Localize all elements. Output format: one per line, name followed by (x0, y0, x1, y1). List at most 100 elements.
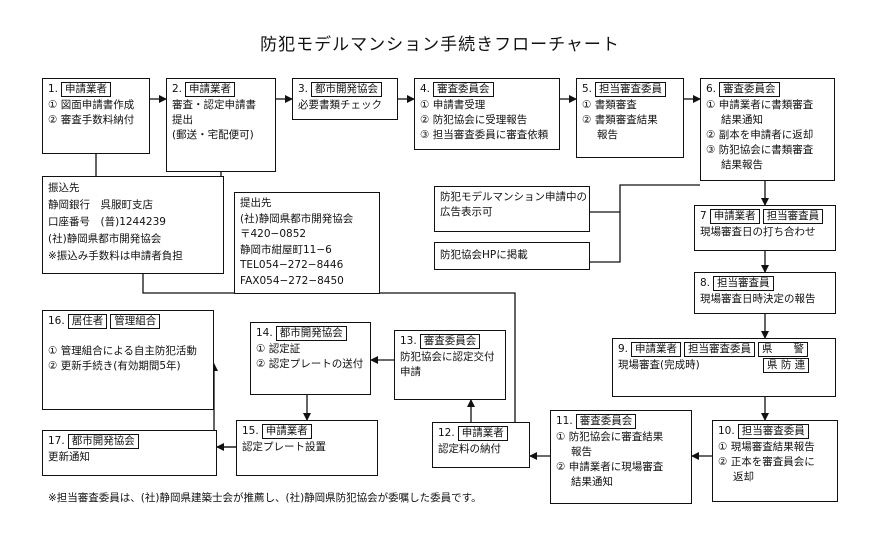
actor-tag: 管理組合 (110, 314, 161, 329)
step-number: 2. (172, 83, 183, 95)
note-line: 広告表示可 (440, 206, 493, 218)
submit-info-box: 提出先 (社)静岡県都市開発協会 〒420−0852 静岡市紺屋町11−6 TE… (234, 192, 380, 294)
step-line: 申請 (400, 366, 421, 378)
actor-tag: 申請業者 (709, 209, 760, 224)
step-line: 必要書類チェック (298, 99, 382, 111)
step-number: 11. (556, 415, 573, 427)
step-number: 7 (700, 210, 707, 222)
actor-tag: 居住者 (67, 314, 108, 329)
step-12-box: 12.申請業者 認定料の納付 (432, 422, 530, 468)
step-number: 13. (400, 335, 417, 347)
step-line: 結果通知 (571, 476, 613, 488)
actor-tag: 県 警 (758, 342, 809, 357)
step-line: ② 申請業者に現場審査 (556, 461, 664, 473)
step-line: 報告 (571, 446, 592, 458)
actor-tag: 都市開発協会 (67, 434, 139, 449)
actor-tag: 申請業者 (631, 342, 682, 357)
bank-info-line: 口座番号 (普)1244239 (48, 216, 166, 228)
step-line: ① 申請書受理 (420, 99, 486, 111)
note-line: 防犯協会HPに掲載 (440, 249, 528, 261)
step-line: ② 書類審査結果 (582, 114, 658, 126)
step-line: 認定料の納付 (438, 443, 501, 455)
bank-info-box: 振込先 静岡銀行 呉服町支店 口座番号 (普)1244239 (社)静岡県都市開… (42, 176, 224, 274)
actor-tag: 審査委員会 (719, 82, 780, 97)
step-line: ② 認定プレートの送付 (256, 358, 364, 370)
step-number: 16. (48, 315, 65, 327)
step-line: ① 防犯協会に審査結果 (556, 431, 664, 443)
step-line: ② 更新手続き(有効期間5年) (48, 360, 181, 372)
actor-tag: 担当審査員 (762, 209, 824, 224)
step-10-box: 10.担当審査委員 ① 現場審査結果報告 ② 正本を審査員会に 返却 (712, 420, 838, 502)
footnote: ※担当審査委員は、(社)静岡県建築士会が推薦し、(社)静岡県防犯協会が委嘱した委… (48, 492, 482, 504)
actor-tag: 申請業者 (261, 424, 312, 439)
submit-info-line: 提出先 (240, 197, 272, 209)
step-line: ② 副本を申請者に返却 (706, 129, 814, 141)
step-line: ① 書類審査 (582, 99, 637, 111)
step-6-box: 6.審査委員会 ① 申請業者に書類審査 結果通知 ② 副本を申請者に返却 ③ 防… (700, 78, 835, 181)
submit-info-line: FAX054−272−8450 (240, 274, 344, 287)
actor-tag: 申請業者 (185, 82, 236, 97)
note-line: 防犯モデルマンション申請中の (440, 191, 587, 203)
step-line: ③ 防犯協会に書類審査 (706, 144, 814, 156)
step-15-box: 15.申請業者 認定プレート設置 (236, 420, 378, 476)
step-4-box: 4.審査委員会 ① 申請書受理 ② 防犯協会に受理報告 ③ 担当審査委員に審査依… (414, 78, 560, 150)
step-16-box: 16.居住者管理組合 ① 管理組合による自主防犯活動 ② 更新手続き(有効期間5… (42, 310, 214, 410)
actor-tag: 審査委員会 (575, 414, 637, 429)
actor-tag: 県 防 連 (763, 358, 810, 373)
bank-info-line: ※振込み手数料は申請者負担 (48, 250, 183, 262)
step-line: ② 防犯協会に受理報告 (420, 114, 528, 126)
step-line: ① 現場審査結果報告 (718, 441, 815, 453)
actor-tag: 担当審査委員 (737, 424, 809, 439)
step-3-box: 3.都市開発協会 必要書類チェック (292, 78, 398, 120)
submit-info-line: (社)静岡県都市開発協会 (240, 212, 354, 225)
actor-tag: 都市開発協会 (311, 82, 383, 97)
step-line: ① 認定証 (256, 343, 301, 355)
step-line: 審査・認定申請書 (172, 99, 256, 111)
step-number: 4. (420, 83, 431, 95)
step-number: 14. (256, 327, 273, 339)
actor-tag: 申請業者 (457, 426, 508, 441)
step-line: ② 審査手数料納付 (48, 114, 135, 126)
page-title: 防犯モデルマンション手続きフローチャート (260, 35, 620, 55)
step-number: 3. (298, 83, 309, 95)
actor-tag: 申請業者 (61, 82, 112, 97)
step-line: 提出 (172, 114, 193, 126)
hp-publish-note: 防犯協会HPに掲載 (434, 242, 590, 270)
step-8-box: 8.担当審査員 現場審査日時決定の報告 (694, 272, 836, 314)
submit-info-line: 〒420−0852 (240, 228, 307, 240)
step-14-box: 14.都市開発協会 ① 認定証 ② 認定プレートの送付 (250, 322, 371, 395)
step-number: 1. (48, 83, 59, 95)
step-9-box: 9.申請業者担当審査委員県 警 現場審査(完成時) 県 防 連 (612, 338, 836, 397)
actor-tag: 審査委員会 (433, 82, 494, 97)
step-line: 現場審査日時決定の報告 (700, 293, 816, 305)
step-number: 10. (718, 425, 735, 437)
step-2-box: 2.申請業者 審査・認定申請書 提出 (郵送・宅配便可) (166, 78, 276, 172)
actor-tag: 担当審査委員 (595, 82, 667, 97)
actor-tag: 担当審査員 (713, 276, 774, 291)
bank-info-line: 静岡銀行 呉服町支店 (48, 199, 153, 211)
step-number: 6. (706, 83, 717, 95)
submit-info-line: 静岡市紺屋町11−6 (240, 243, 332, 256)
step-17-box: 17.都市開発協会 更新通知 (42, 430, 217, 476)
step-11-box: 11.審査委員会 ① 防犯協会に審査結果 報告 ② 申請業者に現場審査 結果通知 (550, 410, 692, 504)
step-line: 報告 (597, 129, 618, 141)
step-line: ① 管理組合による自主防犯活動 (48, 345, 197, 357)
step-line: 更新通知 (48, 451, 90, 463)
bank-info-line: (社)静岡県都市開発協会 (48, 233, 162, 245)
connector-6-hp (590, 184, 700, 263)
step-line: 認定プレート設置 (242, 441, 326, 453)
step-line: 結果報告 (721, 159, 763, 171)
step-number: 15. (242, 425, 259, 437)
step-5-box: 5.担当審査委員 ① 書類審査 ② 書類審査結果 報告 (576, 78, 684, 158)
step-number: 5. (582, 83, 593, 95)
step-line: 返却 (733, 471, 754, 483)
step-line: ② 正本を審査員会に (718, 456, 815, 468)
actor-tag: 都市開発協会 (275, 326, 347, 341)
step-line: 防犯協会に認定交付 (400, 351, 495, 363)
step-line: ① 申請業者に書類審査 (706, 99, 814, 111)
step-line: ③ 担当審査委員に審査依頼 (420, 129, 549, 141)
actor-tag: 担当審査委員 (684, 342, 756, 357)
step-13-box: 13.審査委員会 防犯協会に認定交付 申請 (394, 330, 506, 400)
